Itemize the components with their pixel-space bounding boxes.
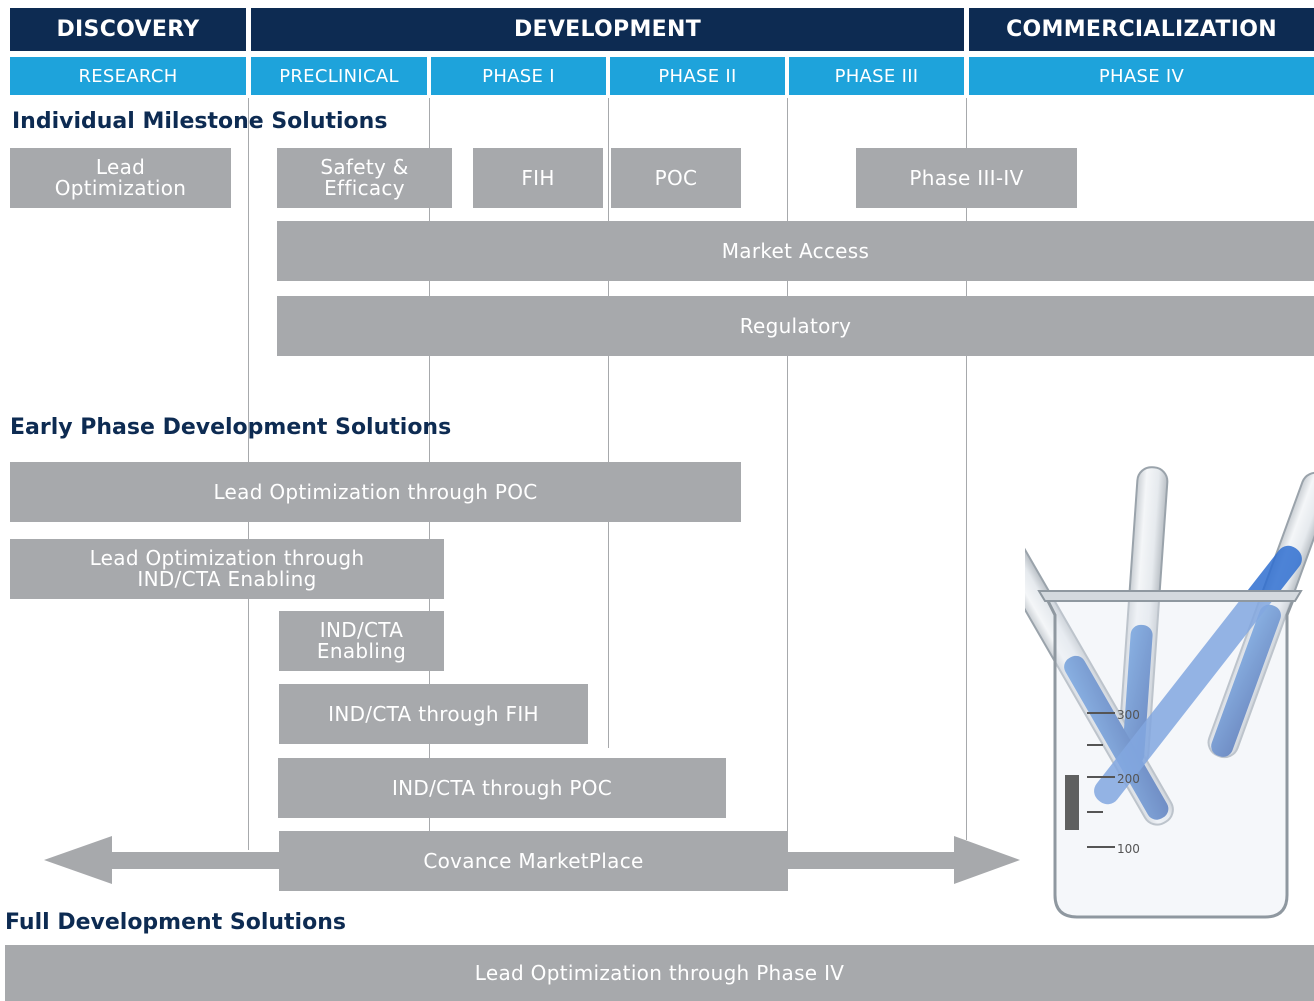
bar-lo-through-poc: Lead Optimization through POC [10,462,741,522]
beaker-body [1042,593,1298,919]
bar-lo-through-phase4: Lead Optimization through Phase IV [5,945,1314,1001]
section-title-early: Early Phase Development Solutions [10,415,452,440]
bar-ind-enabling: IND/CTA Enabling [279,611,444,671]
bar-lead-optimization: Lead Optimization [10,148,231,208]
bar-poc: POC [611,148,741,208]
section-title-full: Full Development Solutions [5,910,346,935]
phase-preclinical: PRECLINICAL [251,57,427,95]
bar-regulatory: Regulatory [277,296,1314,356]
beaker-mark-300: 300 [1117,708,1140,722]
beaker-mark-100: 100 [1117,842,1140,856]
bar-ind-through-poc: IND/CTA through POC [278,758,726,818]
divider-phase1-phase2 [608,98,609,748]
liquid-tube-2 [1211,604,1281,757]
divider-phase3-phase4 [966,98,967,840]
beaker-mark-200: 200 [1117,772,1140,786]
bar-market-access: Market Access [277,221,1314,281]
double-arrow [44,836,1020,884]
arrow-right-head [954,836,1020,884]
liquid-tube-3 [1064,655,1169,820]
phase-2: PHASE II [610,57,785,95]
arrow-right-shaft [784,852,956,869]
bar-label-line: Lead [95,155,146,179]
arrow-left-shaft [110,852,285,869]
bar-label-line: IND/CTA Enabling [137,567,317,591]
header-development: DEVELOPMENT [251,8,964,51]
beaker-graduations [1087,712,1115,848]
bar-ind-through-fih: IND/CTA through FIH [279,684,588,744]
bar-covance-marketplace: Covance MarketPlace [279,831,788,891]
bar-phase-3-4: Phase III-IV [856,148,1077,208]
bar-lo-through-ind: Lead Optimization through IND/CTA Enabli… [10,539,444,599]
beaker-rim [1037,590,1303,602]
bar-label-line: Lead Optimization through [89,546,365,570]
divider-phase2-phase3 [787,98,788,833]
beaker-with-test-tubes-image: 300 200 100 [1025,466,1314,919]
header-discovery: DISCOVERY [10,8,246,51]
liquid-tube-4 [1094,545,1302,805]
header-commercialization: COMMERCIALIZATION [969,8,1314,51]
bar-label-line: Efficacy [324,176,405,200]
arrow-left-head [44,836,112,884]
bar-label-line: IND/CTA [319,618,404,642]
bar-label-line: Optimization [54,176,187,200]
bar-safety-efficacy: Safety & Efficacy [277,148,452,208]
bar-label-line: Enabling [316,639,407,663]
bar-fih: FIH [473,148,603,208]
phase-3: PHASE III [789,57,964,95]
bar-label-line: Safety & [320,155,409,179]
section-title-individual: Individual Milestone Solutions [12,109,388,134]
phase-research: RESEARCH [10,57,246,95]
phase-4: PHASE IV [969,57,1314,95]
phase-1: PHASE I [431,57,606,95]
beaker-label-patch [1065,775,1079,830]
